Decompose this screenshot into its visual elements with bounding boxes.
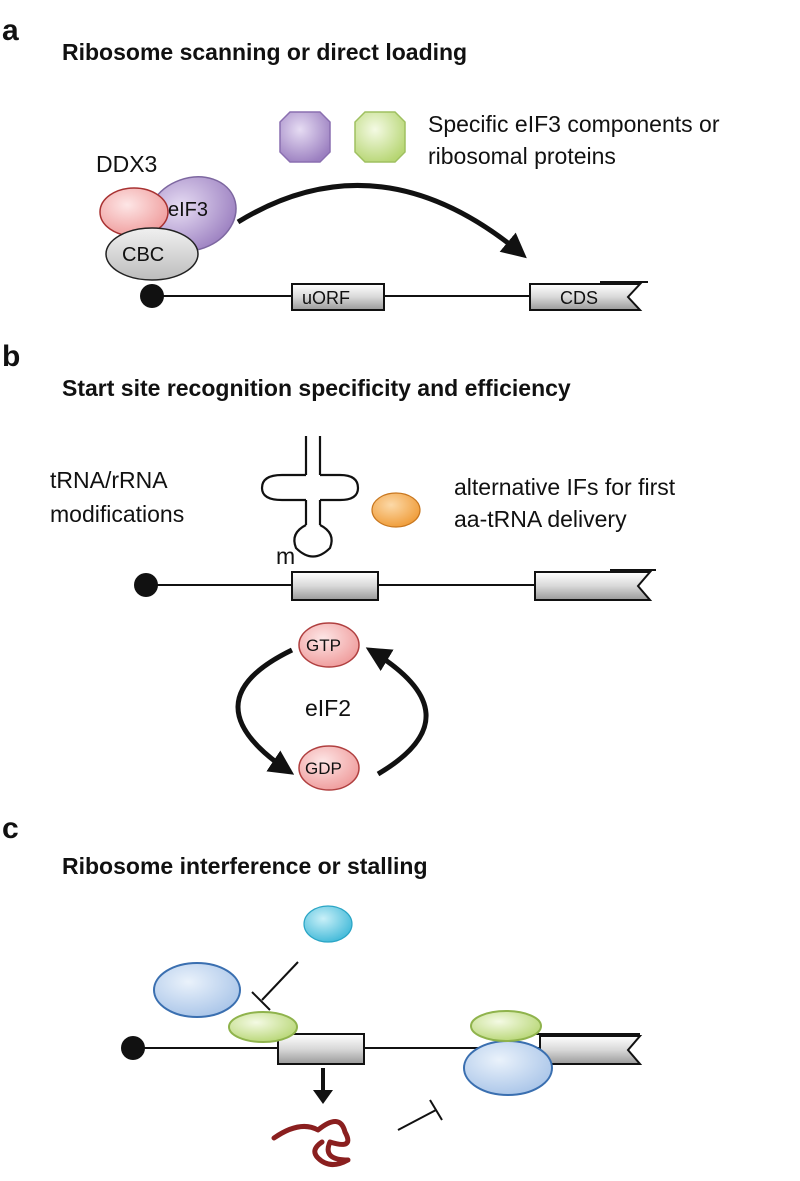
- cbc-label: CBC: [122, 244, 164, 266]
- inhibit-bar-1: [251, 991, 271, 1011]
- cds-box-b: [534, 571, 653, 601]
- translation-arrow-head: [313, 1090, 333, 1104]
- gtp-to-gdp-arrow: [235, 647, 295, 775]
- panel-a-letter: a: [2, 14, 19, 47]
- inhibit-bar-2: [429, 1099, 443, 1121]
- panel-b-letter: b: [2, 340, 20, 373]
- alt-if-line-1: alternative IFs for first: [454, 474, 676, 500]
- purple-component-icon: [279, 111, 331, 163]
- inhibit-line-2: [397, 1109, 437, 1131]
- trna-line-2: modifications: [50, 501, 184, 527]
- ddx3-label: DDX3: [96, 151, 157, 177]
- cap-icon-b: [134, 573, 158, 597]
- peptide-icon: [271, 1119, 351, 1167]
- ribosome-large-c2: [463, 1040, 553, 1096]
- panel-c-title: Ribosome interference or stalling: [62, 853, 428, 879]
- uorf-label: uORF: [302, 288, 350, 308]
- green-component-icon: [354, 111, 406, 163]
- cap-icon-c: [121, 1036, 145, 1060]
- panel-b-title: Start site recognition specificity and e…: [62, 375, 571, 401]
- gdp-shape: [298, 745, 360, 791]
- ribosome-small-c1: [228, 1011, 298, 1043]
- cbc-shape: [105, 227, 199, 281]
- cds-box-c: [539, 1035, 643, 1065]
- modification-mark: m: [276, 543, 295, 569]
- gtp-label: GTP: [306, 636, 341, 655]
- panel-c-letter: c: [2, 812, 19, 845]
- inhibit-line-1: [261, 961, 299, 1001]
- eif3-label: eIF3: [168, 199, 208, 221]
- eif2-label: eIF2: [305, 695, 351, 721]
- ribosome-small-c2: [470, 1010, 542, 1042]
- loading-arrow: [236, 182, 527, 259]
- blue-factor-icon: [153, 962, 241, 1018]
- alt-if-line-2: aa-tRNA delivery: [454, 506, 627, 532]
- cap-icon-a: [140, 284, 164, 308]
- trna-icon: [260, 436, 360, 558]
- start-box-b: [291, 571, 379, 601]
- uorf-box-c: [277, 1033, 365, 1065]
- cds-box-a: [529, 283, 643, 311]
- gdp-label: GDP: [305, 759, 342, 778]
- legend-line-2: ribosomal proteins: [428, 143, 616, 169]
- alternative-if-icon: [371, 492, 421, 528]
- trna-line-1: tRNA/rRNA: [50, 467, 168, 493]
- gdp-to-gtp-arrow: [365, 647, 429, 777]
- uorf-box: [291, 283, 385, 311]
- legend-line-1: Specific eIF3 components or: [428, 111, 720, 137]
- cyan-factor-icon: [303, 905, 353, 943]
- gtp-shape: [298, 622, 360, 668]
- cds-label: CDS: [560, 288, 598, 308]
- panel-a-title: Ribosome scanning or direct loading: [62, 39, 467, 65]
